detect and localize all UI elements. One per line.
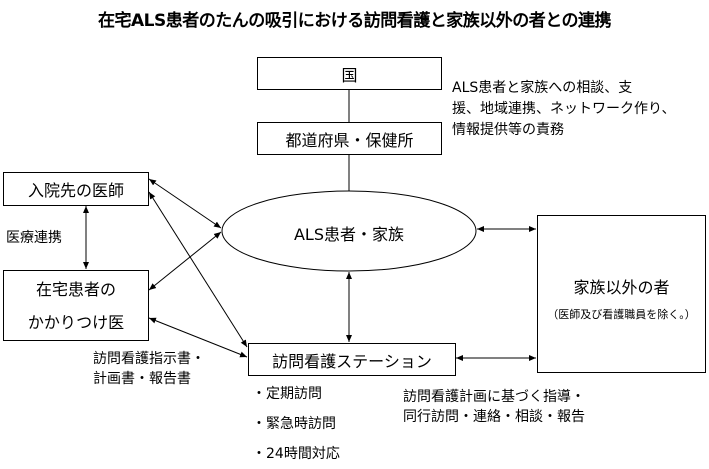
node-home-doctor-line2: かかりつけ医	[27, 312, 125, 332]
node-non-family: 家族以外の者 （医師及び看護職員を除く。）	[537, 215, 706, 373]
node-prefecture: 都道府県・保健所	[257, 122, 442, 155]
annotation-medical-collab: 医療連携	[6, 230, 62, 246]
annotation-gov-duties-line: 援、地域連携、ネットワーク作り、	[452, 101, 676, 117]
annotation-gov-duties-line: ALS患者と家族への相談、支	[452, 80, 633, 96]
service-item: ・24時間対応	[252, 446, 340, 462]
node-country: 国	[257, 57, 442, 90]
arrow-hospital-patient	[148, 178, 222, 229]
node-home-doctor-line1: 在宅患者の	[35, 279, 116, 299]
service-item: ・定期訪問	[252, 386, 322, 402]
annotation-instruction-docs-line: 訪問看護指示書・	[93, 351, 205, 367]
node-non-family-note: （医師及び看護職員を除く。）	[547, 308, 696, 321]
node-home-doctor: 在宅患者の かかりつけ医	[3, 270, 149, 341]
diagram-title: 在宅ALS患者のたんの吸引における訪問看護と家族以外の者との連携	[97, 11, 612, 31]
arrow-home-doctor-patient	[148, 231, 222, 291]
service-item: ・緊急時訪問	[252, 416, 336, 432]
node-non-family-label: 家族以外の者	[573, 278, 670, 297]
node-nursing-station-label: 訪問看護ステーション	[272, 351, 432, 371]
node-nursing-station: 訪問看護ステーション	[248, 343, 456, 376]
node-hospital-doctor: 入院先の医師	[3, 172, 149, 206]
annotation-guidance-line: 同行訪問・連絡・相談・報告	[403, 409, 585, 425]
annotation-gov-duties-line: 情報提供等の責務	[452, 122, 564, 138]
annotation-guidance-line: 訪問看護計画に基づく指導・	[403, 389, 585, 405]
node-hospital-doctor-label: 入院先の医師	[27, 181, 124, 200]
node-patient-family-label: ALS患者・家族	[293, 225, 405, 244]
annotation-station-services: ・定期訪問 ・緊急時訪問 ・24時間対応	[252, 379, 340, 469]
arrow-home-doctor-station	[148, 317, 248, 358]
annotation-gov-duties: ALS患者と家族への相談、支 援、地域連携、ネットワーク作り、 情報提供等の責務	[452, 78, 675, 141]
node-country-label: 国	[341, 65, 358, 85]
annotation-instruction-docs-line: 計画書・報告書	[93, 371, 191, 387]
annotation-instruction-docs: 訪問看護指示書・ 計画書・報告書	[93, 349, 205, 389]
annotation-guidance: 訪問看護計画に基づく指導・ 同行訪問・連絡・相談・報告	[403, 387, 585, 427]
node-prefecture-label: 都道府県・保健所	[285, 130, 414, 150]
